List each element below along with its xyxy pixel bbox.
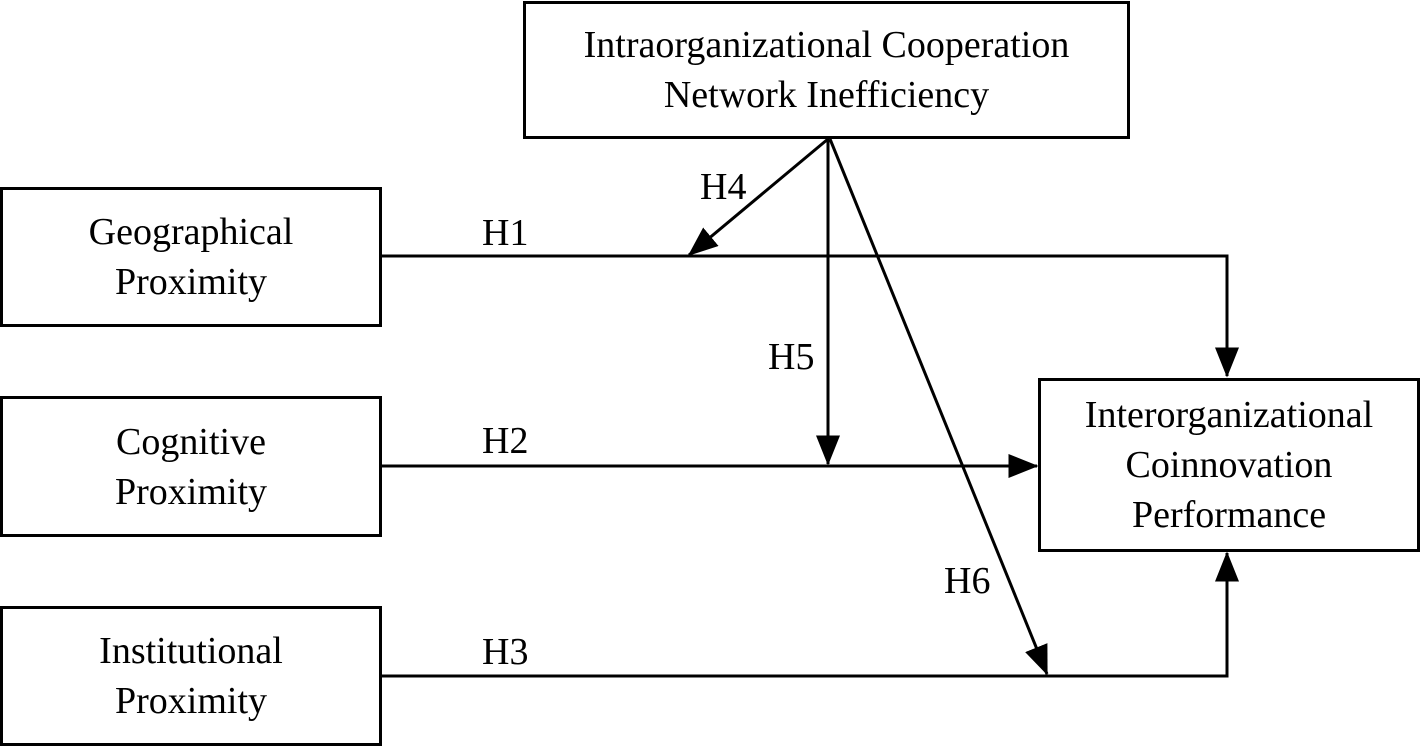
box-line: Intraorganizational Cooperation — [583, 24, 1070, 66]
institutional-proximity-box: Institutional Proximity — [0, 606, 382, 746]
box-line: Performance — [1131, 494, 1327, 536]
intraorganizational-network-inefficiency-box: Intraorganizational Cooperation Network … — [523, 1, 1130, 139]
arrow-h3 — [380, 551, 1239, 678]
geographical-proximity-box: Geographical Proximity — [0, 187, 382, 327]
hypothesis-label-h6: H6 — [944, 560, 991, 602]
box-line: Proximity — [114, 261, 268, 303]
arrow-h1 — [380, 254, 1239, 378]
hypothesis-label-h5: H5 — [768, 336, 815, 378]
box-line: Geographical — [88, 211, 294, 253]
hypothesis-label-h3: H3 — [482, 631, 529, 673]
box-line: Proximity — [114, 470, 268, 513]
hypothesis-label-h2: H2 — [482, 420, 529, 462]
hypothesis-label-h1: H1 — [482, 212, 529, 254]
box-line: Proximity — [114, 680, 268, 722]
arrow-h6 — [828, 138, 1049, 676]
cognitive-proximity-box: Cognitive Proximity — [0, 396, 382, 537]
box-line: Coinnovation — [1125, 444, 1333, 486]
box-line: Institutional — [99, 630, 283, 672]
box-line: Interorganizational — [1084, 394, 1374, 436]
box-line: Network Inefficiency — [663, 74, 990, 116]
box-line: Cognitive — [116, 420, 266, 463]
arrow-h4 — [687, 137, 829, 257]
interorganizational-coinnovation-performance-box: Interorganizational Coinnovation Perform… — [1038, 378, 1420, 552]
hypothesis-label-h4: H4 — [700, 166, 747, 208]
